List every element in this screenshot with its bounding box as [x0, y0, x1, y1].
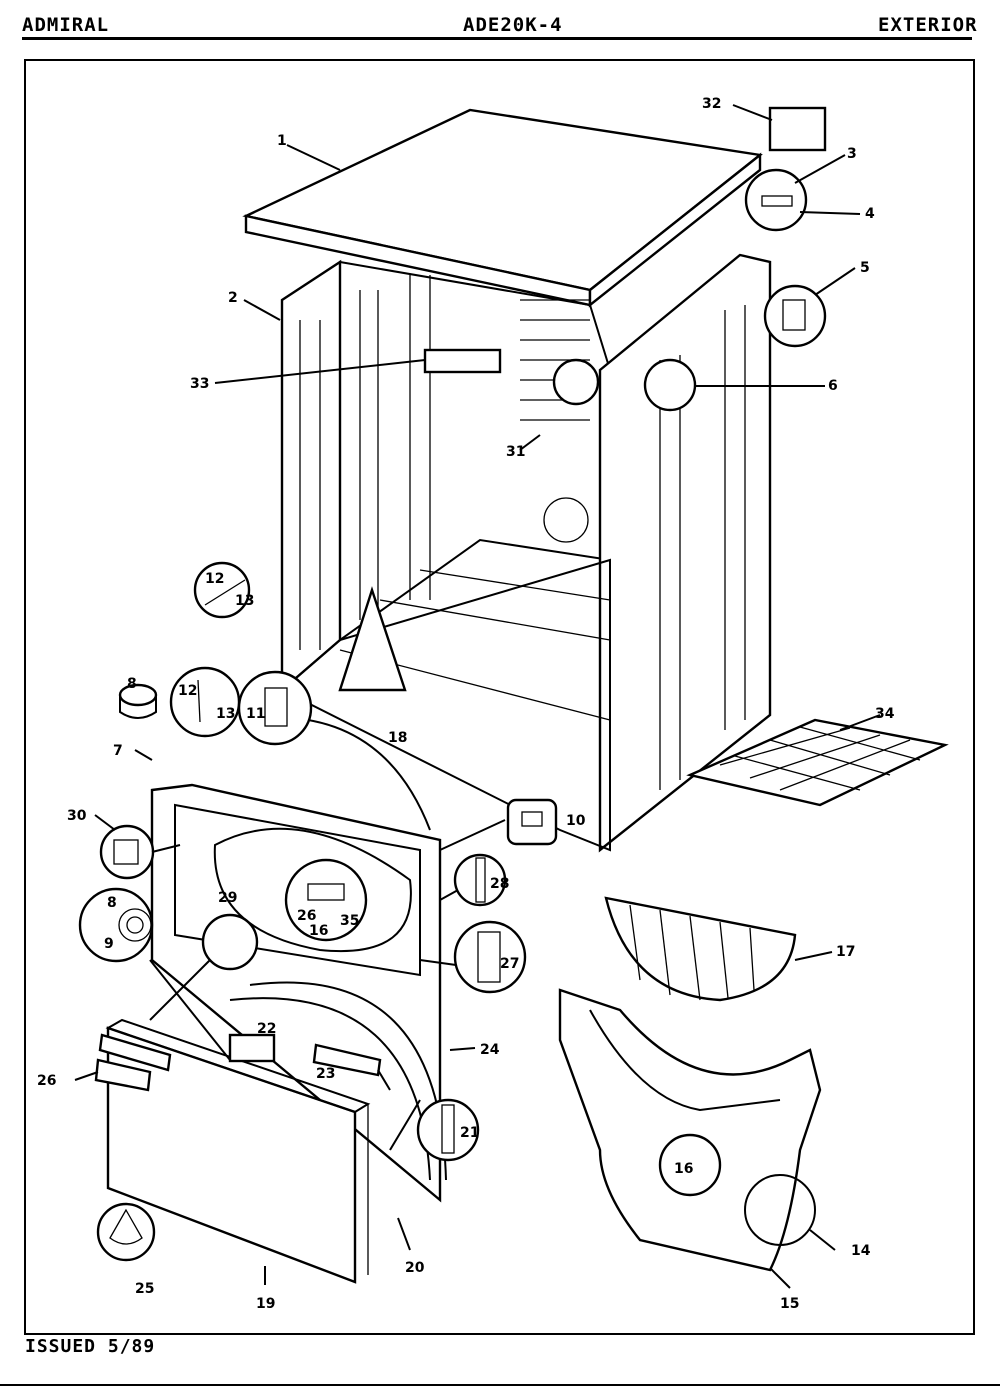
callout-33: 33 — [190, 376, 209, 392]
callout-32: 32 — [702, 96, 721, 112]
callout-16-panel: 16 — [309, 923, 328, 939]
callout-6: 6 — [828, 378, 838, 394]
callout-25: 25 — [135, 1281, 154, 1297]
callout-13-panel: 13 — [216, 706, 235, 722]
callout-27: 27 — [500, 956, 519, 972]
section-header: EXTERIOR — [878, 14, 978, 36]
detail-circle-35-16 — [284, 858, 368, 942]
detail-circle-27 — [453, 920, 527, 994]
detail-circle-21 — [416, 1098, 480, 1162]
model-number-header: ADE20K-4 — [463, 14, 563, 36]
detail-circle-25 — [96, 1202, 156, 1262]
callout-8-lower: 8 — [107, 895, 117, 911]
lint-screen-grid-part — [686, 718, 949, 807]
filter-screen-part — [604, 896, 797, 1002]
door-part — [94, 1018, 382, 1284]
header-rule — [22, 37, 972, 40]
callout-26-panel: 26 — [297, 908, 316, 924]
callout-4: 4 — [865, 206, 875, 222]
callout-labels: 1 2 3 4 5 6 7 8 8 9 10 11 12 12 13 13 14… — [37, 96, 895, 1312]
callout-35: 35 — [340, 913, 359, 929]
detail-circle-30 — [99, 824, 155, 880]
callout-12-panel: 12 — [178, 683, 197, 699]
callout-34: 34 — [875, 706, 895, 722]
callout-19: 19 — [256, 1296, 275, 1312]
callout-26: 26 — [37, 1073, 56, 1089]
callout-18: 18 — [388, 730, 407, 746]
callout-30: 30 — [67, 808, 87, 824]
detail-circle-10 — [506, 798, 558, 846]
callout-28: 28 — [490, 876, 509, 892]
detail-circle-3-4 — [744, 168, 808, 232]
callout-8-top: 8 — [127, 676, 137, 692]
front-panel-part — [150, 716, 447, 1203]
callout-29: 29 — [218, 890, 237, 906]
callout-16-duct: 16 — [674, 1161, 693, 1177]
callout-21: 21 — [460, 1125, 479, 1141]
callout-11: 11 — [246, 706, 265, 722]
callout-31: 31 — [506, 444, 525, 460]
detail-circle-29 — [201, 913, 259, 971]
detail-circle-28 — [453, 853, 507, 907]
callout-13-cabinet: 13 — [235, 593, 254, 609]
detail-circle-12-13-panel — [169, 666, 241, 738]
leader-lines — [74, 104, 881, 1289]
callout-10: 10 — [566, 813, 586, 829]
detail-circle-8-top — [118, 683, 158, 719]
callout-1: 1 — [277, 133, 287, 149]
callout-24: 24 — [480, 1042, 500, 1058]
callout-3: 3 — [847, 146, 857, 162]
issued-date: ISSUED 5/89 — [25, 1336, 156, 1357]
callout-22: 22 — [257, 1021, 276, 1037]
detail-circle-8-9 — [78, 887, 154, 963]
diagram-frame — [24, 59, 975, 1335]
cabinet-body-part — [280, 253, 772, 853]
callout-7: 7 — [113, 743, 123, 759]
callout-15: 15 — [780, 1296, 799, 1312]
callout-5: 5 — [860, 260, 870, 276]
exhaust-duct-part — [558, 988, 822, 1272]
callout-17: 17 — [836, 944, 855, 960]
callout-9: 9 — [104, 936, 114, 952]
detail-circle-5 — [763, 284, 827, 348]
brand-header: ADMIRAL — [22, 14, 110, 36]
callout-20: 20 — [405, 1260, 425, 1276]
bottom-rule — [0, 1384, 1000, 1386]
detail-circle-12-13-cabinet — [193, 561, 251, 619]
callout-14: 14 — [851, 1243, 871, 1259]
bracket-part-32 — [768, 106, 827, 152]
callout-23: 23 — [316, 1066, 335, 1082]
detail-circle-11 — [237, 670, 313, 746]
callout-12-cabinet: 12 — [205, 571, 224, 587]
callout-2: 2 — [228, 290, 238, 306]
